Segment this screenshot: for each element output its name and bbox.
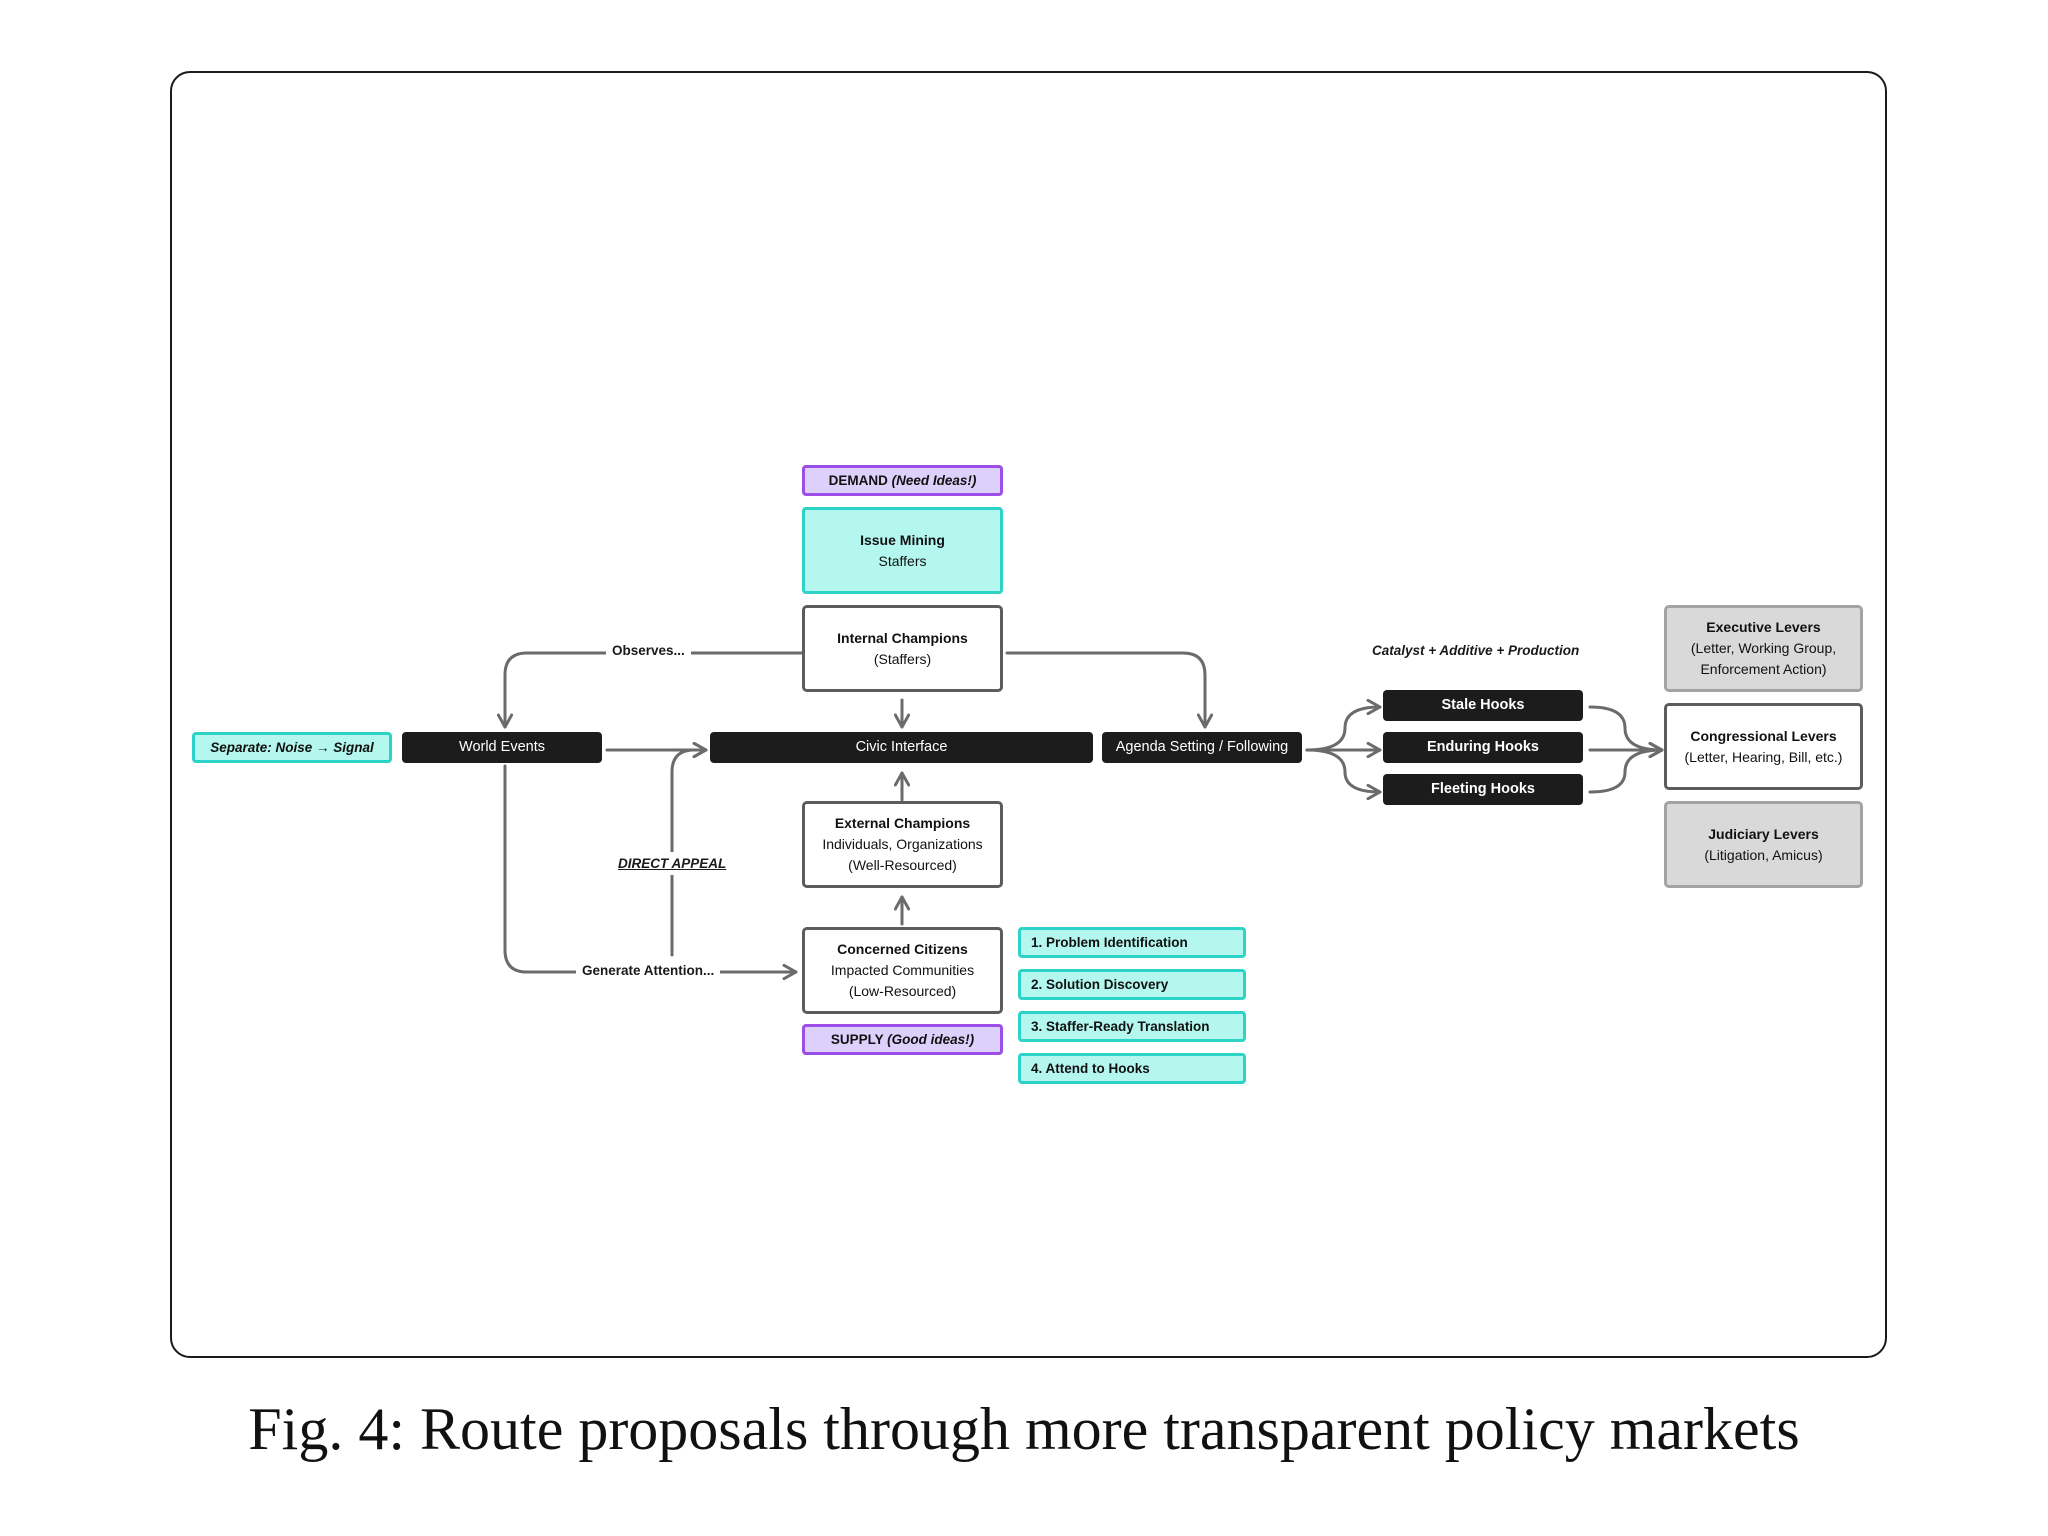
external-champions-line2: Individuals, Organizations — [822, 836, 983, 852]
hooks-header: Catalyst + Additive + Production — [1368, 643, 1584, 658]
concerned-citizens-title: Concerned Citizens — [837, 941, 968, 957]
external-champions-line3: (Well-Resourced) — [848, 857, 957, 873]
executive-levers-node: Executive Levers (Letter, Working Group,… — [1664, 605, 1863, 692]
internal-champions-subtitle: (Staffers) — [873, 650, 932, 667]
supply-tag: SUPPLY (Good ideas!) — [802, 1024, 1003, 1055]
edge-agenda-to-stale — [1305, 707, 1382, 752]
internal-champions-title: Internal Champions — [837, 629, 968, 646]
congressional-levers-title: Congressional Levers — [1690, 727, 1837, 744]
edge-label-direct-appeal: DIRECT APPEAL — [614, 852, 731, 875]
civic-interface-node: Civic Interface — [710, 732, 1093, 763]
congressional-levers-node: Congressional Levers (Letter, Hearing, B… — [1664, 703, 1863, 790]
edge-observes — [505, 651, 804, 729]
internal-champions-node: Internal Champions (Staffers) — [802, 605, 1003, 692]
figure-caption: Fig. 4: Route proposals through more tra… — [248, 1396, 1800, 1462]
edge-stale-to-levers — [1588, 705, 1664, 750]
separate-noise-signal-tag: Separate: Noise → Signal — [192, 732, 392, 763]
demand-qualifier: (Need Ideas!) — [891, 473, 977, 488]
issue-mining-node: Issue Mining Staffers — [802, 507, 1003, 594]
judiciary-levers-node: Judiciary Levers (Litigation, Amicus) — [1664, 801, 1863, 888]
issue-mining-title: Issue Mining — [860, 531, 945, 548]
stale-hooks-node: Stale Hooks — [1383, 690, 1583, 721]
enduring-hooks-node: Enduring Hooks — [1383, 732, 1583, 763]
executive-levers-line3: Enforcement Action) — [1700, 661, 1827, 677]
demand-tag: DEMAND (Need Ideas!) — [802, 465, 1003, 496]
executive-levers-line2: (Letter, Working Group, — [1690, 640, 1837, 656]
step-solution-discovery: 2. Solution Discovery — [1018, 969, 1246, 1000]
concerned-citizens-line2: Impacted Communities — [830, 962, 975, 978]
supply-label: SUPPLY — [830, 1032, 884, 1047]
edge-direct-appeal — [670, 750, 708, 957]
supply-qualifier: (Good ideas!) — [887, 1032, 975, 1047]
figure-frame — [170, 71, 1887, 1358]
step-attend-to-hooks: 4. Attend to Hooks — [1018, 1053, 1246, 1084]
edge-agenda-to-fleeting — [1305, 748, 1382, 792]
step-problem-identification: 1. Problem Identification — [1018, 927, 1246, 958]
edge-label-generate-attention: Generate Attention... — [576, 963, 721, 978]
agenda-setting-node: Agenda Setting / Following — [1102, 732, 1302, 763]
congressional-levers-line2: (Letter, Hearing, Bill, etc.) — [1684, 748, 1843, 765]
concerned-citizens-node: Concerned Citizens Impacted Communities … — [802, 927, 1003, 1014]
fleeting-hooks-node: Fleeting Hooks — [1383, 774, 1583, 805]
step-staffer-ready-translation: 3. Staffer-Ready Translation — [1018, 1011, 1246, 1042]
edge-label-observes: Observes... — [606, 643, 691, 658]
external-champions-node: External Champions Individuals, Organiza… — [802, 801, 1003, 888]
issue-mining-subtitle: Staffers — [878, 552, 927, 569]
edge-internal-to-agenda — [1005, 651, 1205, 729]
demand-label: DEMAND — [828, 473, 888, 488]
judiciary-levers-line2: (Litigation, Amicus) — [1704, 846, 1823, 863]
world-events-node: World Events — [402, 732, 602, 763]
judiciary-levers-title: Judiciary Levers — [1708, 825, 1819, 842]
concerned-citizens-line3: (Low-Resourced) — [848, 983, 957, 999]
edge-generate-attention — [503, 764, 798, 972]
executive-levers-title: Executive Levers — [1706, 619, 1821, 635]
external-champions-title: External Champions — [834, 815, 971, 831]
edge-fleeting-to-levers — [1588, 750, 1664, 794]
